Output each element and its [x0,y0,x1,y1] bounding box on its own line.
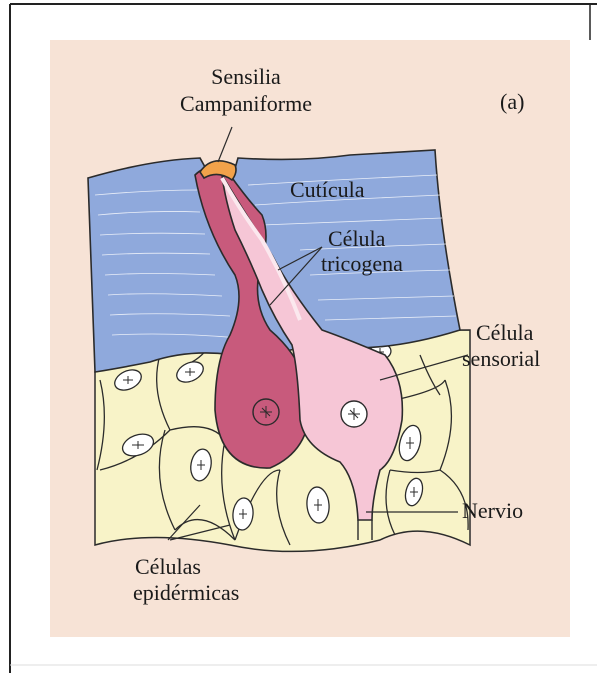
label-sensilla-line2: Campaniforme [180,91,312,116]
label-sensorial-line1: Célula [476,320,534,345]
panel-label: (a) [500,89,524,114]
label-epidermicas-line1: Células [135,554,201,579]
label-sensorial-line2: sensorial [462,346,540,371]
label-sensilla-line1: Sensilia [211,64,281,89]
label-epidermicas-line2: epidérmicas [133,580,239,605]
label-nervio: Nervio [462,498,523,523]
label-tricogena-line1: Célula [328,226,386,251]
label-tricogena-line2: tricogena [321,251,403,276]
label-cuticula: Cutícula [290,177,365,202]
